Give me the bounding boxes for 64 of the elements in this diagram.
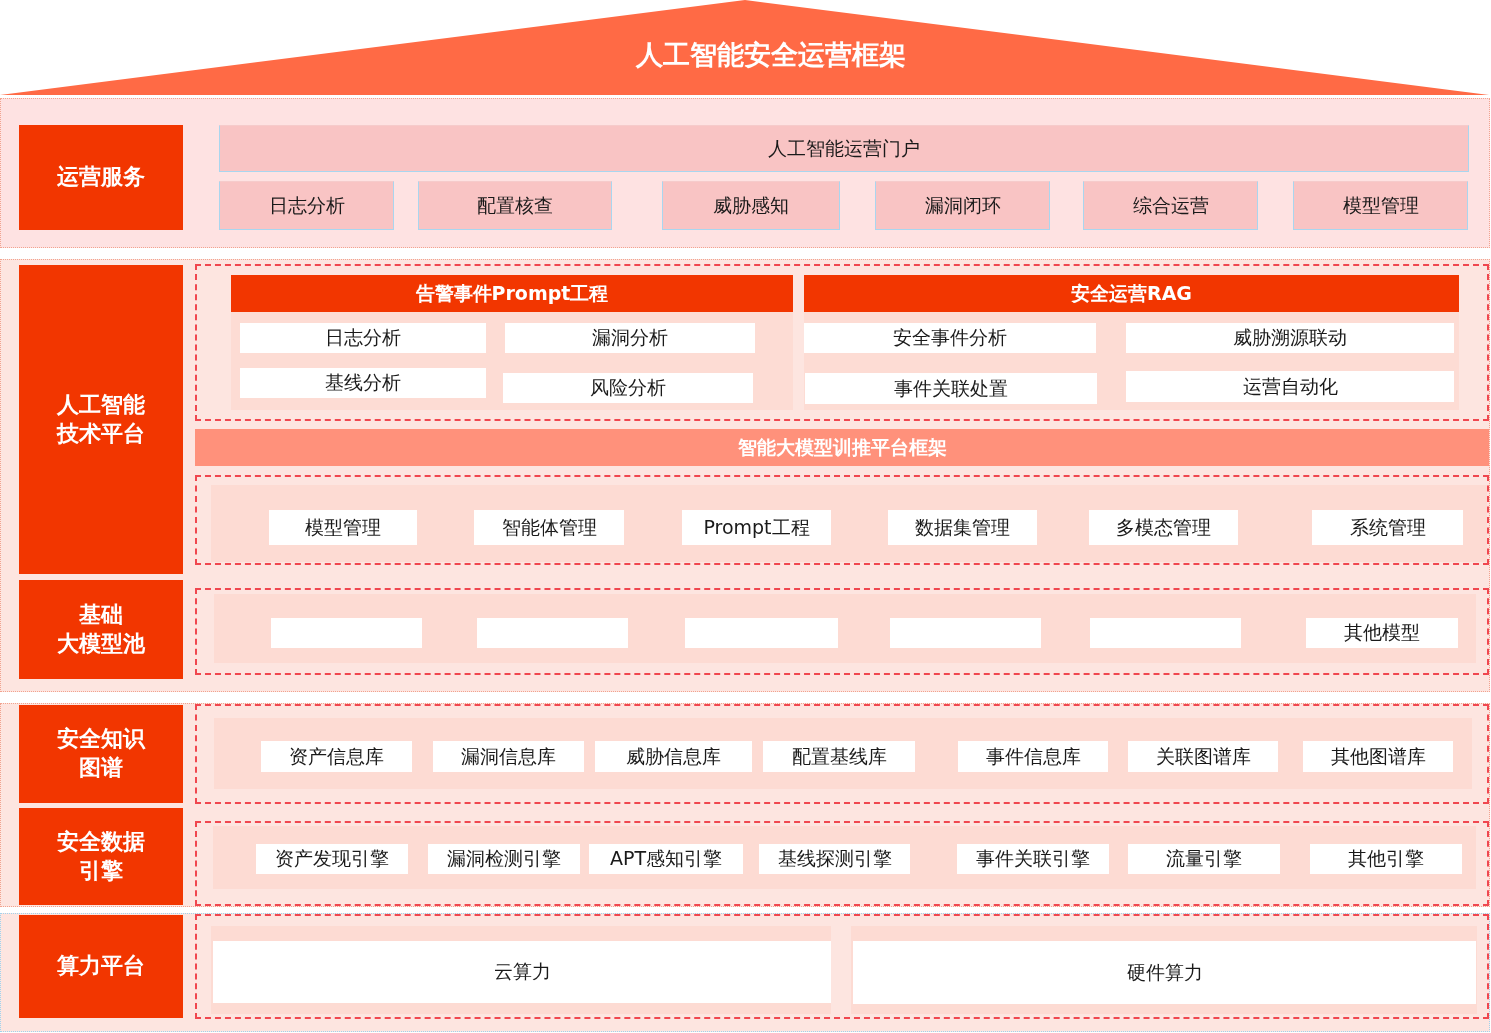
- module-box: 日志分析: [240, 323, 486, 353]
- service-tile: 日志分析: [219, 181, 394, 230]
- module-box: Prompt工程: [682, 510, 831, 545]
- layer-band: [0, 913, 1490, 1032]
- module-box: 多模态管理: [1089, 510, 1238, 545]
- module-box: 事件关联处置: [805, 373, 1097, 404]
- layer-band: [0, 259, 1490, 692]
- layer-band: [0, 98, 1490, 248]
- group-header: 安全运营RAG: [804, 275, 1459, 312]
- module-box: 资产信息库: [261, 741, 412, 772]
- module-box: 其他模型: [1306, 618, 1458, 648]
- dashed-frame: [195, 264, 1489, 421]
- module-box: 基线探测引擎: [759, 844, 910, 874]
- layer-label: 基础大模型池: [19, 580, 183, 679]
- module-box: 漏洞信息库: [433, 741, 584, 772]
- module-box: 智能体管理: [474, 510, 624, 545]
- module-box: 其他引擎: [1310, 844, 1462, 874]
- dashed-frame: [195, 475, 1489, 565]
- module-box: 威胁溯源联动: [1126, 323, 1454, 353]
- service-tile: 配置核查: [418, 181, 612, 230]
- model-box: [685, 618, 838, 648]
- layer-label: 算力平台: [19, 915, 183, 1018]
- module-box: 流量引擎: [1128, 844, 1280, 874]
- dashed-frame: [195, 588, 1489, 675]
- model-box: [477, 618, 628, 648]
- module-box: 其他图谱库: [1303, 741, 1453, 772]
- layer-label: 人工智能技术平台: [19, 265, 183, 574]
- module-box: 漏洞分析: [505, 323, 755, 353]
- model-box: [890, 618, 1041, 648]
- module-box: 安全事件分析: [804, 323, 1096, 353]
- service-tile: 模型管理: [1293, 181, 1468, 230]
- module-box: 漏洞检测引擎: [428, 844, 580, 874]
- service-tile: 威胁感知: [662, 181, 840, 230]
- module-box: 事件信息库: [958, 741, 1108, 772]
- service-tile: 人工智能运营门户: [219, 125, 1469, 172]
- group-header: 告警事件Prompt工程: [231, 275, 793, 312]
- module-box: 运营自动化: [1126, 371, 1454, 402]
- dashed-frame: [195, 704, 1489, 804]
- layer-label: 运营服务: [19, 125, 183, 230]
- layer-label: 安全数据引擎: [19, 808, 183, 905]
- layer-label: 安全知识图谱: [19, 705, 183, 803]
- module-box: 数据集管理: [888, 510, 1037, 545]
- module-box: 资产发现引擎: [256, 844, 408, 874]
- service-tile: 漏洞闭环: [875, 181, 1050, 230]
- model-box: [271, 618, 422, 648]
- module-box: 关联图谱库: [1128, 741, 1278, 772]
- module-box: 模型管理: [269, 510, 417, 545]
- module-box: 云算力: [213, 941, 831, 1003]
- module-box: 基线分析: [240, 368, 486, 398]
- module-box: 事件关联引擎: [957, 844, 1109, 874]
- module-box: 配置基线库: [763, 741, 915, 772]
- dashed-frame: [195, 914, 1489, 1019]
- module-box: 系统管理: [1312, 510, 1463, 545]
- service-tile: 综合运营: [1083, 181, 1258, 230]
- dashed-frame: [195, 821, 1489, 906]
- group-panel: [231, 275, 793, 410]
- module-box: 风险分析: [503, 373, 753, 403]
- module-box: 硬件算力: [853, 941, 1476, 1004]
- module-box: APT感知引擎: [589, 844, 743, 874]
- model-box: [1090, 618, 1241, 648]
- module-box: 威胁信息库: [595, 741, 752, 772]
- layer-band: [0, 703, 1490, 907]
- group-panel: [804, 275, 1459, 410]
- section-bar: 智能大模型训推平台框架: [195, 429, 1489, 466]
